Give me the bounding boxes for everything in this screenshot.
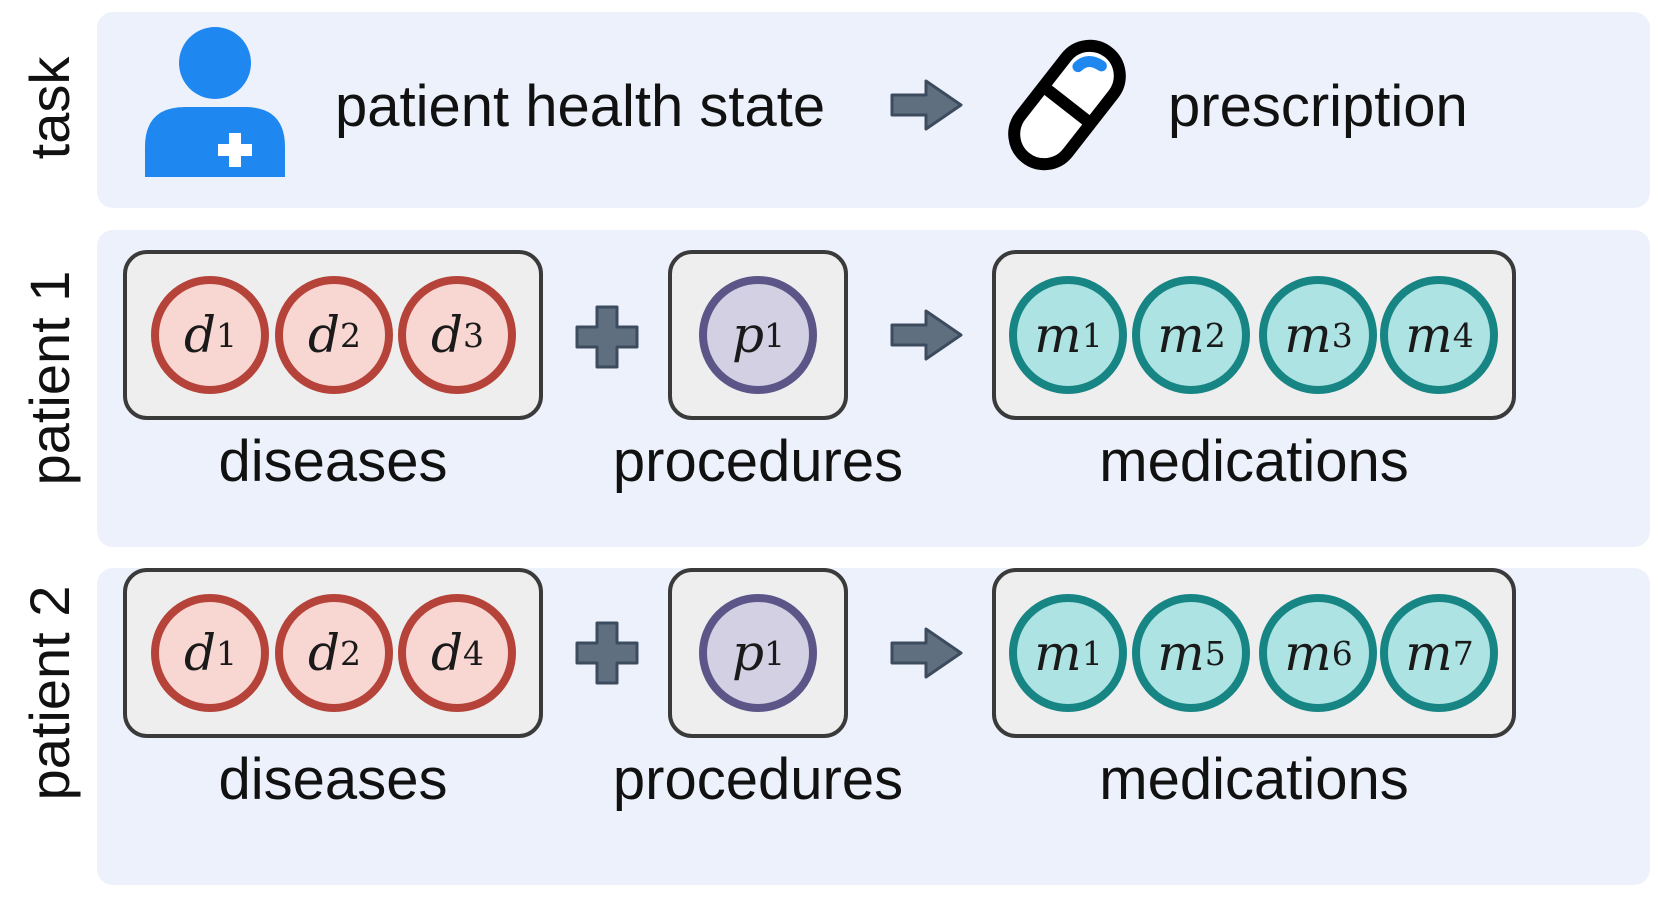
task-output-text: prescription [1168, 74, 1468, 139]
task-label: task [18, 56, 81, 160]
patient-icon [145, 27, 285, 177]
medications-caption: medications [1099, 429, 1409, 494]
patient-2-label: patient 2 [18, 585, 81, 801]
arrow-right-icon [890, 627, 963, 679]
arrow-right-icon [890, 309, 963, 361]
medications-caption: medications [1099, 747, 1409, 812]
diseases-caption: diseases [218, 429, 448, 494]
plus-icon [575, 621, 639, 685]
task-panel [97, 12, 1650, 208]
plus-icon [575, 305, 639, 369]
pill-icon [1008, 39, 1126, 171]
arrow-right-icon [890, 79, 963, 131]
task-input-text: patient health state [335, 74, 826, 139]
patient-1-label: patient 1 [18, 270, 81, 486]
procedures-caption: procedures [612, 429, 904, 494]
diseases-caption: diseases [218, 747, 448, 812]
procedures-caption: procedures [612, 747, 904, 812]
